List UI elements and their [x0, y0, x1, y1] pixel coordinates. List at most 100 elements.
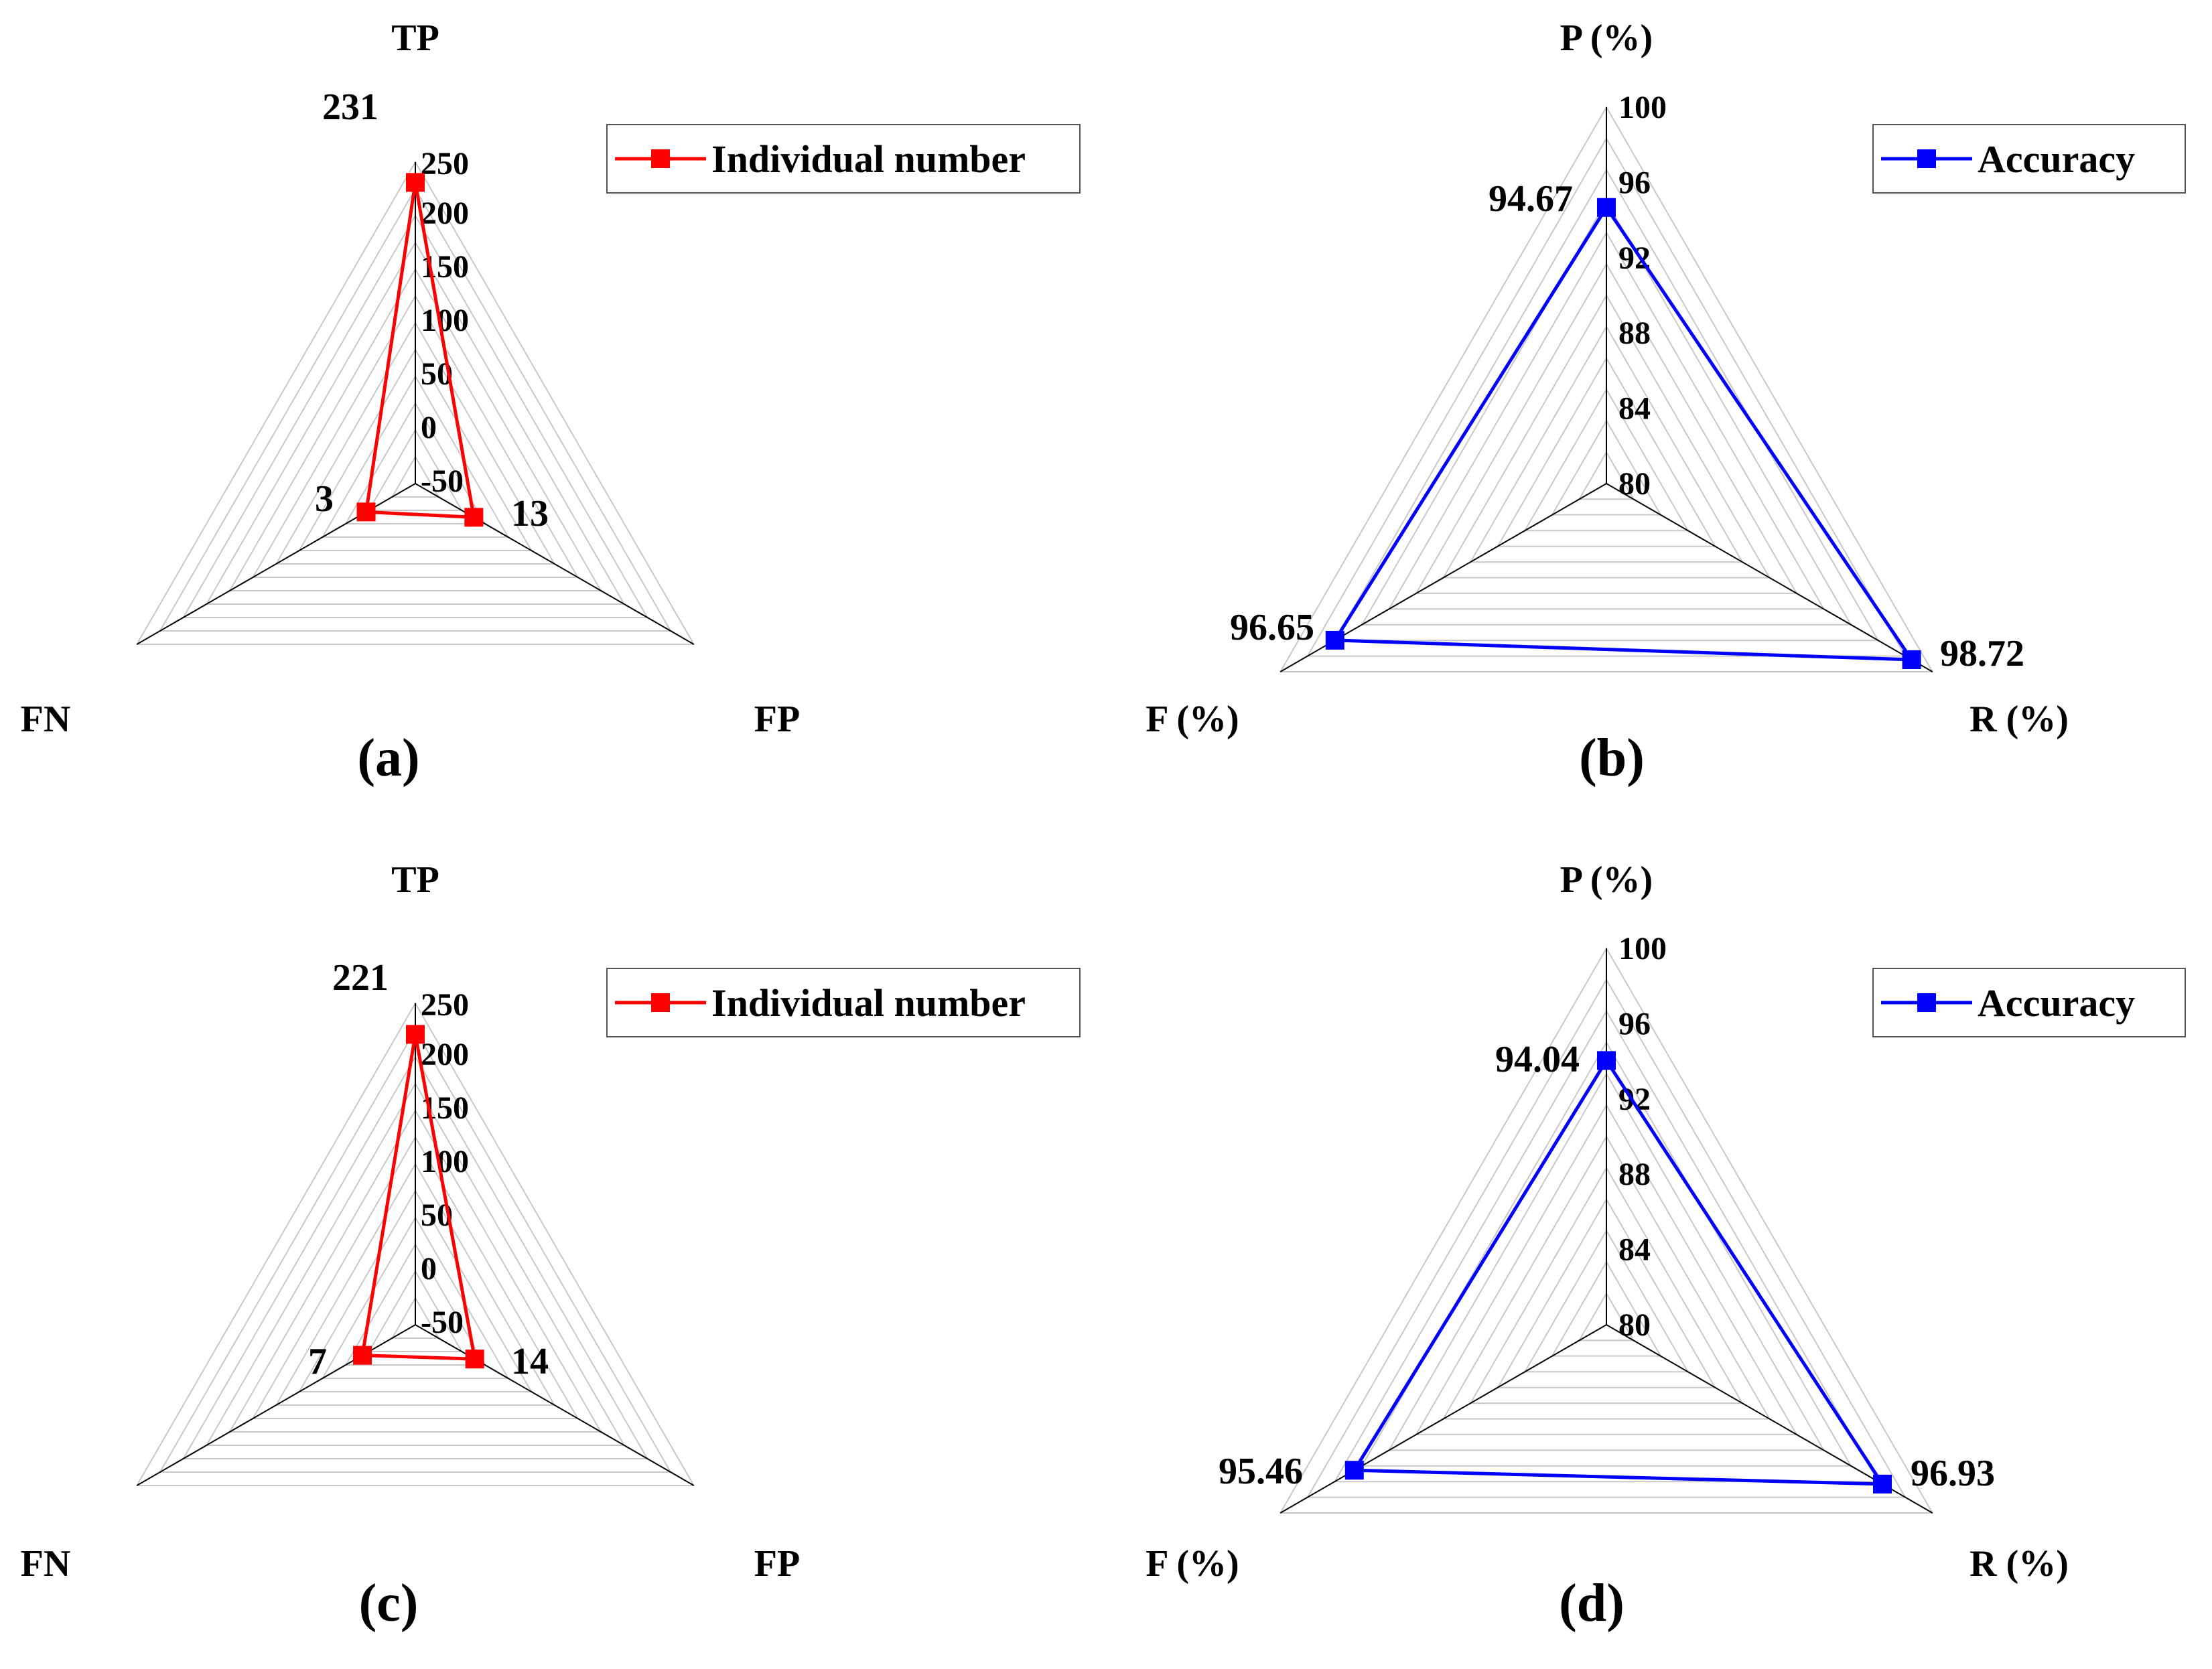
axis-label-right: R (%) [1969, 1543, 2069, 1585]
legend: Individual number [606, 124, 1081, 194]
legend: Individual number [606, 968, 1081, 1037]
grid-ring [1523, 388, 1689, 532]
grid-ring [1279, 105, 1934, 672]
tick-label: 80 [1618, 1307, 1651, 1343]
grid-ring [159, 188, 672, 632]
data-point-marker [406, 173, 425, 192]
legend-label: Individual number [711, 981, 1026, 1025]
legend-marker [651, 993, 670, 1012]
grid-ring [251, 1136, 579, 1419]
tick-label: 84 [1618, 391, 1651, 427]
grid-ring [1497, 1198, 1716, 1388]
legend: Accuracy [1872, 968, 2186, 1037]
data-value-label: 13 [511, 493, 549, 534]
axis-label-top: P (%) [1560, 859, 1653, 901]
grid-ring [228, 1108, 602, 1433]
panel-label: (b) [1579, 729, 1645, 788]
axis-label-left: FN [21, 699, 71, 740]
legend-label: Individual number [711, 137, 1026, 181]
data-value-label: 95.46 [1219, 1451, 1303, 1492]
axis-label-left: FN [21, 1543, 71, 1585]
grid-ring [228, 267, 602, 591]
data-value-label: 221 [332, 957, 389, 999]
tick-label: 100 [421, 303, 469, 338]
series-line [1332, 204, 1915, 662]
series-line [360, 1033, 477, 1361]
panel-d: P (%) R (%) F (%) (d) [1146, 859, 2069, 1633]
grid-ring [344, 1242, 486, 1366]
series-line [364, 182, 476, 520]
tick-label: 88 [1618, 1157, 1651, 1192]
data-value-label: 96.93 [1911, 1453, 1995, 1494]
grid-ring [159, 1029, 672, 1473]
panel-a: TP FP FN (a) [21, 17, 801, 788]
tick-label: 200 [421, 1037, 469, 1072]
grid-ring [1361, 1041, 1852, 1467]
grid-ring [1578, 451, 1635, 500]
tick-label: 100 [421, 1144, 469, 1179]
legend-label: Accuracy [1978, 137, 2135, 181]
data-value-label: 7 [308, 1341, 327, 1382]
grid-ring [205, 1082, 626, 1446]
grid-ring [1306, 978, 1907, 1498]
grid-ring [135, 1002, 695, 1486]
grid-ring [1333, 1009, 1880, 1483]
grid-ring [182, 1055, 649, 1459]
grid-ring [1279, 946, 1934, 1514]
tick-label: 100 [1618, 931, 1667, 966]
data-point-marker [1597, 1051, 1616, 1070]
grid-ring [1469, 1166, 1744, 1404]
data-point-marker [1344, 1461, 1364, 1480]
axis-spoke [415, 1324, 695, 1486]
grid-ring [367, 429, 464, 511]
tick-label: 200 [421, 196, 469, 231]
axis-label-top: P (%) [1560, 17, 1653, 59]
axis-spoke [1606, 483, 1933, 672]
grid-ring [298, 1189, 533, 1392]
tick-label: 92 [1618, 240, 1651, 276]
grid-ring [1442, 1135, 1771, 1420]
grid-ring [344, 401, 486, 524]
data-point-marker [1902, 650, 1921, 670]
data-point-marker [464, 508, 484, 527]
data-point-marker [1872, 1474, 1892, 1494]
grid-ring [135, 161, 695, 645]
grid-ring [1551, 1260, 1662, 1357]
tick-label: 96 [1618, 165, 1651, 200]
axis-label-top: TP [391, 859, 439, 901]
tick-label: 80 [1618, 466, 1651, 502]
grid-ring [1361, 200, 1852, 626]
legend-label: Accuracy [1978, 981, 2135, 1025]
panel-c: TP FP FN (c) [21, 859, 801, 1633]
data-point-marker [356, 502, 376, 522]
tick-label: 88 [1618, 315, 1651, 351]
grid-ring [275, 321, 556, 565]
tick-label: 0 [421, 410, 437, 445]
tick-label: -50 [421, 1305, 464, 1340]
tick-label: 250 [421, 146, 469, 182]
tick-label: 96 [1618, 1006, 1651, 1041]
grid-ring [1415, 1104, 1798, 1435]
panel-label: (c) [359, 1574, 419, 1633]
data-value-label: 98.72 [1940, 633, 2024, 674]
tick-label: 100 [1618, 90, 1667, 125]
grid-ring [1333, 168, 1880, 642]
grid-ring [391, 1296, 440, 1339]
legend: Accuracy [1872, 124, 2186, 194]
axis-label-right: FP [754, 699, 800, 740]
grid-ring [367, 1270, 464, 1352]
grid-ring [1469, 325, 1744, 563]
axis-spoke [1280, 1324, 1607, 1514]
legend-marker [1917, 993, 1936, 1012]
grid-ring [1306, 137, 1907, 657]
data-value-label: 96.65 [1230, 607, 1314, 648]
panel-label: (d) [1559, 1574, 1625, 1633]
grid-ring [1497, 356, 1716, 547]
grid-ring [1415, 263, 1798, 594]
legend-marker [651, 149, 670, 168]
axis-label-left: F (%) [1146, 699, 1239, 740]
